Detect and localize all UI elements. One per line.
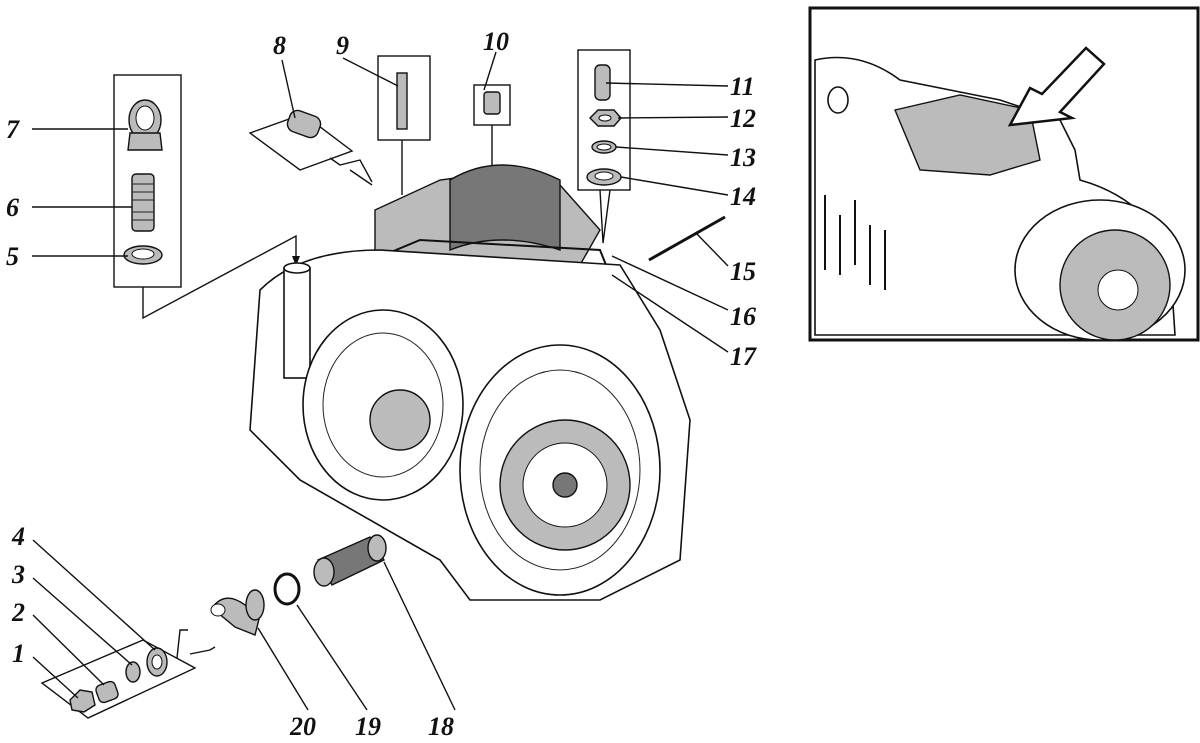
parts-box-1-4 (40, 629, 216, 719)
callout-5: 5 (6, 242, 19, 271)
part-7-lifting-eye (127, 99, 163, 151)
callout-16: 16 (730, 302, 756, 331)
part-15-rod (648, 215, 726, 262)
part-18-filter (313, 534, 387, 587)
callout-15: 15 (730, 257, 756, 286)
callout-3: 3 (11, 560, 25, 589)
part-9-stud (377, 55, 431, 195)
callout-17: 17 (730, 342, 757, 371)
inset-location-view (808, 6, 1200, 342)
callout-18: 18 (428, 712, 454, 741)
callout-12: 12 (730, 104, 756, 133)
leader-lines (32, 51, 729, 711)
callout-labels: 7 6 5 8 9 10 11 12 13 14 15 16 17 4 3 2 … (6, 27, 757, 741)
part-19-o-ring (273, 572, 301, 606)
part-5-washer (123, 245, 163, 265)
callout-11: 11 (730, 72, 755, 101)
callout-9: 9 (336, 31, 349, 60)
part-20-elbow-fitting (210, 589, 265, 636)
transmission-housing (249, 164, 691, 601)
callout-10: 10 (483, 27, 509, 56)
callout-7: 7 (6, 115, 20, 144)
callout-8: 8 (273, 31, 286, 60)
part-8-plug (248, 109, 373, 186)
part-10-bushing (473, 84, 511, 175)
callout-19: 19 (355, 712, 381, 741)
callout-1: 1 (12, 639, 25, 668)
callout-4: 4 (11, 522, 25, 551)
parts-box-5-7 (113, 74, 300, 320)
part-6-stud (131, 173, 155, 232)
callout-2: 2 (11, 598, 25, 627)
inset-pointer-arrow (1007, 46, 1106, 127)
callout-14: 14 (730, 182, 756, 211)
callout-6: 6 (6, 193, 19, 222)
callout-13: 13 (730, 143, 756, 172)
callout-20: 20 (289, 712, 316, 741)
